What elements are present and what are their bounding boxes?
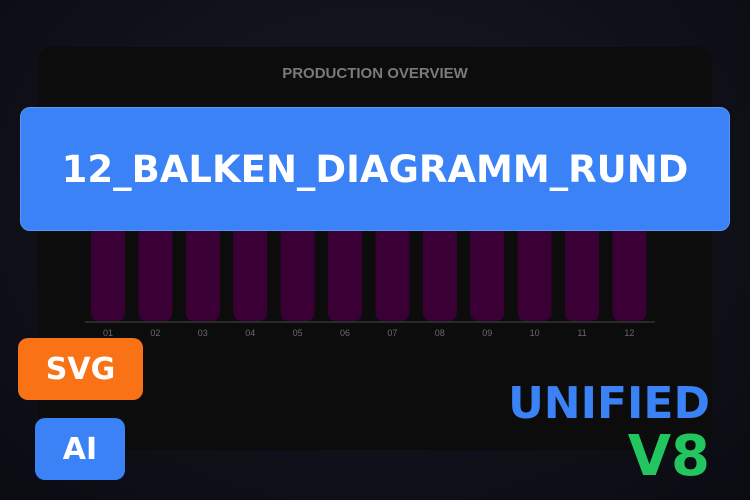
x-tick-label: 01 (103, 328, 113, 338)
x-tick-label: 11 (577, 328, 586, 338)
x-tick-label: 10 (530, 328, 540, 338)
x-tick-label: 06 (340, 328, 350, 338)
x-tick-label: 12 (624, 328, 634, 338)
x-tick-label: 07 (387, 328, 397, 338)
brand-version: V8 (627, 424, 710, 489)
svg-badge: SVG (18, 338, 143, 400)
chart-title: PRODUCTION OVERVIEW (282, 65, 468, 82)
brand-unified: UNIFIED (508, 378, 710, 429)
ai-badge: AI (35, 418, 125, 480)
x-tick-label: 08 (435, 328, 445, 338)
x-tick-label: 02 (150, 328, 160, 338)
x-tick-label: 05 (293, 328, 303, 338)
x-tick-label: 04 (245, 328, 255, 338)
x-tick-label: 03 (198, 328, 208, 338)
title-banner: 12_BALKEN_DIAGRAMM_RUND (20, 107, 730, 231)
banner-title: 12_BALKEN_DIAGRAMM_RUND (61, 147, 689, 191)
x-tick-label: 09 (482, 328, 492, 338)
